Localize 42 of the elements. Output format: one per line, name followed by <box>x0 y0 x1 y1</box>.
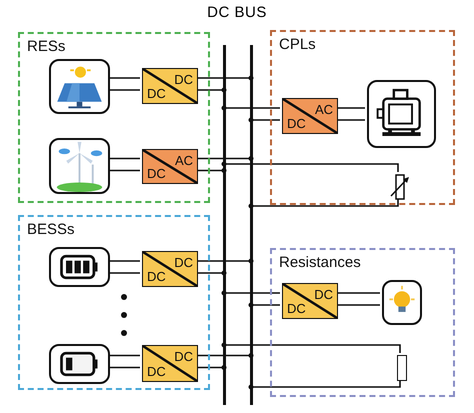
resistor-symbol <box>397 355 407 381</box>
wire-pair <box>222 290 281 308</box>
wire-pair <box>222 342 401 353</box>
dashed-group-frame <box>18 215 210 390</box>
full-battery-icon <box>49 247 110 287</box>
wind-turbine-icon <box>49 138 110 194</box>
variable-resistor-symbol <box>390 174 410 200</box>
dc-bus-bar <box>223 45 253 405</box>
group-title: BESSs <box>27 221 75 238</box>
converter-label: DC <box>174 256 193 269</box>
wire-pair <box>248 198 399 208</box>
converter-box <box>282 283 338 319</box>
converter-label: AC <box>174 154 193 167</box>
diagram-title: DC BUS <box>207 4 267 21</box>
dashed-group-frame <box>270 248 455 397</box>
dashed-group-frame <box>270 30 455 205</box>
group-title: Resistances <box>279 254 361 271</box>
converter-label: DC <box>147 87 166 100</box>
group-title: RESs <box>27 38 66 55</box>
converter-box <box>142 251 198 287</box>
converter-label: DC <box>147 270 166 283</box>
converter-box <box>142 345 198 382</box>
converter-label: DC <box>147 365 166 378</box>
group-title: CPLs <box>279 36 316 53</box>
light-bulb-icon <box>382 280 422 325</box>
wire-pair <box>222 162 399 172</box>
wire-pair <box>222 106 281 122</box>
converter-label: DC <box>314 288 333 301</box>
motor-icon <box>367 80 436 148</box>
solar-panel-icon <box>49 59 110 114</box>
converter-box <box>142 68 198 104</box>
converter-label: DC <box>174 350 193 363</box>
converter-label: DC <box>174 73 193 86</box>
wire-pair <box>248 379 401 390</box>
low-battery-icon <box>49 344 110 384</box>
dashed-group-frame <box>18 32 210 203</box>
converter-label: AC <box>314 103 333 116</box>
converter-box <box>142 149 198 184</box>
converter-box <box>282 98 338 134</box>
converter-label: DC <box>287 117 306 130</box>
converter-label: DC <box>287 302 306 315</box>
converter-label: DC <box>147 167 166 180</box>
